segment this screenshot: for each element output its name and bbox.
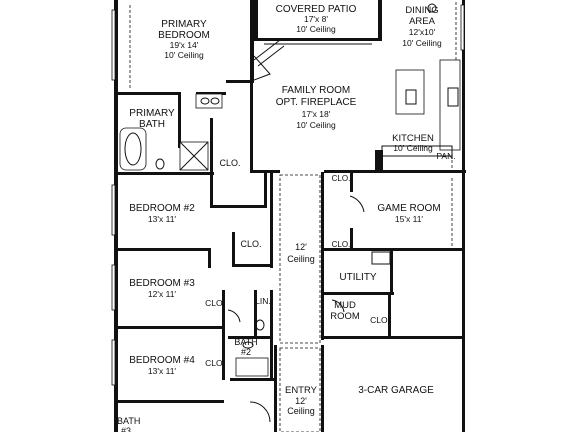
closet-label: CLO.	[332, 174, 351, 183]
entry-height: 12'	[295, 396, 307, 406]
room-name: AREA	[409, 16, 436, 27]
room-name: BEDROOM	[158, 30, 210, 41]
room-name: BATH	[117, 416, 140, 426]
room-name: BEDROOM #3	[129, 278, 195, 289]
room-bedroom-4: BEDROOM #4 13'x 11'	[129, 355, 195, 376]
room-name: FAMILY ROOM	[282, 85, 351, 96]
hall-ceiling: 12' Ceiling	[287, 242, 315, 264]
hall-ceiling-text: Ceiling	[287, 254, 315, 264]
room-linen: LIN.	[255, 296, 271, 306]
room-name: DINING	[405, 5, 438, 16]
room-size: 12'x10'	[409, 27, 436, 37]
windows	[111, 4, 465, 386]
room-name: BATH	[234, 337, 257, 347]
room-bedroom-2: BEDROOM #2 13'x 11'	[129, 203, 195, 224]
room-name: #2	[241, 347, 251, 357]
closet-label: CLO.	[219, 158, 240, 168]
closet-label: CLO.	[370, 315, 390, 325]
room-utility: UTILITY	[339, 272, 377, 283]
room-name: OPT. FIREPLACE	[276, 97, 357, 108]
room-bath-2: BATH #2	[234, 337, 257, 357]
room-entry: ENTRY 12' Ceiling	[285, 385, 318, 416]
room-size: 13'x 11'	[148, 214, 177, 224]
fixtures	[119, 3, 461, 423]
room-primary-bath: PRIMARY BATH	[129, 108, 175, 130]
room-name: BEDROOM #2	[129, 203, 195, 214]
room-pantry: PAN.	[436, 151, 455, 161]
room-name: #3	[121, 426, 131, 432]
room-ceiling: 10' Ceiling	[296, 120, 336, 130]
room-size: 12'x 11'	[148, 289, 177, 299]
room-game-room: GAME ROOM 15'x 11'	[377, 203, 440, 224]
room-size: 13'x 11'	[148, 366, 177, 376]
room-ceiling: 10' Ceiling	[164, 50, 204, 60]
room-mud-room: MUD ROOM	[330, 300, 360, 322]
room-name: BEDROOM #4	[129, 355, 195, 366]
room-name: PRIMARY	[129, 108, 175, 119]
room-name: ROOM	[330, 311, 360, 322]
room-size: 19'x 14'	[170, 40, 199, 50]
room-name: GAME ROOM	[377, 203, 440, 214]
room-size: 17'x 18'	[302, 109, 331, 119]
room-dining: DINING AREA 12'x10' 10' Ceiling	[402, 5, 442, 48]
room-kitchen: KITCHEN 10' Ceiling	[392, 133, 434, 153]
room-name: COVERED PATIO	[276, 4, 357, 15]
room-name: BATH	[139, 119, 165, 130]
room-primary-bedroom: PRIMARY BEDROOM 19'x 14' 10' Ceiling	[158, 19, 210, 60]
closet-label: CLO.	[332, 240, 351, 249]
room-name: MUD	[334, 300, 356, 311]
room-name: KITCHEN	[392, 133, 434, 144]
room-size: 15'x 11'	[395, 214, 424, 224]
room-bedroom-3: BEDROOM #3 12'x 11'	[129, 278, 195, 299]
closet-label: CLO.	[205, 298, 225, 308]
room-ceiling: 10' Ceiling	[296, 24, 336, 34]
hall-height: 12'	[295, 242, 307, 252]
room-family-room: FAMILY ROOM OPT. FIREPLACE 17'x 18' 10' …	[276, 85, 357, 130]
room-ceiling: 10' Ceiling	[402, 38, 442, 48]
room-covered-patio: COVERED PATIO 17'x 8' 10' Ceiling	[276, 4, 357, 34]
closet-label: CLO.	[240, 239, 261, 249]
room-ceiling: 10' Ceiling	[393, 143, 433, 153]
room-garage: 3-CAR GARAGE	[358, 385, 434, 396]
room-size: 17'x 8'	[304, 14, 328, 24]
room-name: PRIMARY	[161, 19, 207, 30]
entry-ceiling: Ceiling	[287, 406, 315, 416]
closet-label: CLO.	[205, 358, 225, 368]
room-name: ENTRY	[285, 385, 318, 396]
labels: COVERED PATIO 17'x 8' 10' Ceiling DINING…	[117, 4, 456, 432]
room-bath-3: BATH #3	[117, 416, 140, 432]
